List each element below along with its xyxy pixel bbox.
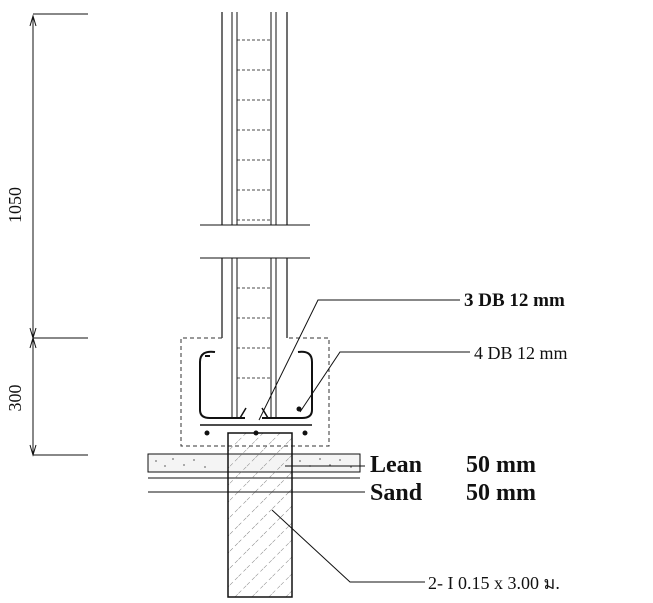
leader-lines [258, 299, 470, 583]
pile [227, 432, 293, 598]
label-pile: 2- I 0.15 x 3.00 ม. [428, 573, 560, 593]
label-lean-thickness: 50 mm [466, 452, 536, 478]
rebar-dots [204, 406, 308, 436]
column-upper [221, 12, 288, 225]
footing-rebar [199, 350, 313, 426]
leader-top-bars [258, 299, 460, 421]
label-sand-name: Sand [370, 480, 423, 506]
label-top-bars: 3 DB 12 mm [464, 290, 565, 311]
label-lean-name: Lean [370, 452, 422, 478]
dimension-lower-label: 300 [5, 385, 25, 412]
label-sand-thickness: 50 mm [466, 480, 536, 506]
label-bottom-bars: 4 DB 12 mm [474, 343, 568, 363]
break-lines [200, 224, 310, 259]
leader-bottom-bars [299, 351, 470, 413]
leader-pile [271, 509, 425, 583]
dimension-upper-label: 1050 [5, 187, 25, 223]
column-lower [221, 258, 288, 418]
dimension-line [29, 13, 88, 457]
